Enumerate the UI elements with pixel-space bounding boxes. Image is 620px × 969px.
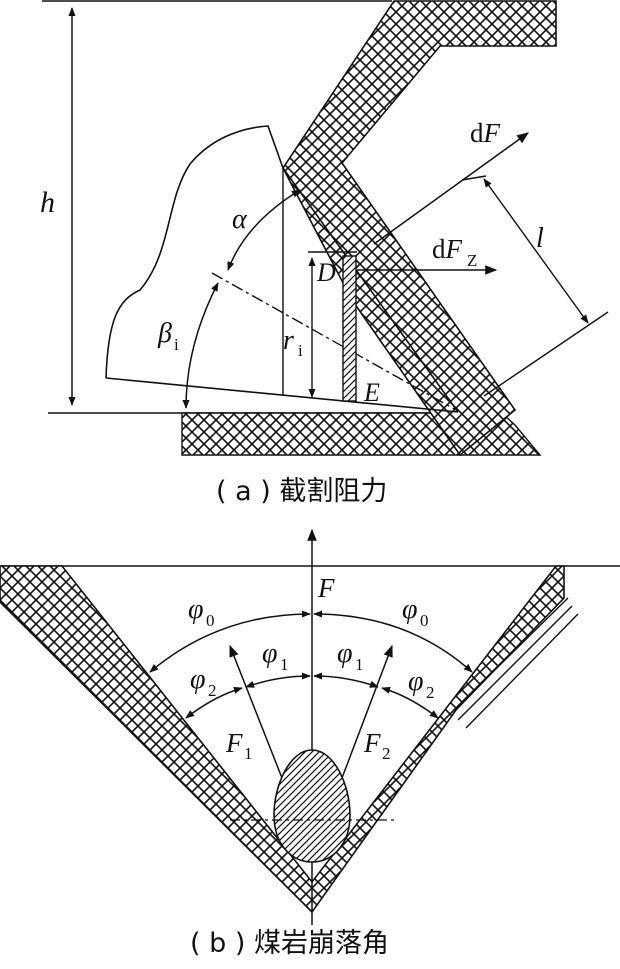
E-label: E [363,378,380,407]
phi1-right-label: φ [337,638,353,669]
phi2-left-label: φ [190,664,206,695]
beta-label: β [157,318,172,349]
F2-subscript: 2 [382,744,391,763]
right-wall-line-2 [457,605,573,721]
dF-arrow [373,132,529,245]
ri-subscript: i [298,341,303,360]
right-wall-line-3 [465,613,579,729]
caption-b: ( b ) 煤岩崩落角 [190,928,389,959]
F1-subscript: 1 [244,744,253,763]
phi0-right-label: φ [402,594,418,625]
alpha-label: α [232,204,248,235]
phi2-right-arc [381,686,439,719]
chip-bottom-line [105,377,459,413]
phi1-left-arc [245,672,311,688]
beta-arc [182,282,219,409]
coal-fragment-oval [273,749,351,863]
strip-element [342,255,357,402]
phi0-left-sub: 0 [206,611,215,630]
right-wall-line-1 [451,597,569,713]
panel-a: h r i D E α β i dF [40,0,609,507]
l-extension-top [461,175,487,181]
phi0-right-sub: 0 [420,611,429,630]
l-extension-bottom [483,311,609,397]
F1-label: F [225,728,243,758]
dFz-subscript: Z [467,251,477,270]
h-label: h [40,186,55,219]
phi1-right-sub: 1 [355,655,364,674]
ri-label: r [283,325,294,356]
l-label: l [536,223,544,254]
l-dimension-arrow [483,178,589,324]
phi0-right-arc [313,610,473,673]
dF-label: dF [470,118,501,148]
rake-face-line [282,167,459,413]
phi2-right-label: φ [408,666,424,697]
phi1-right-arc [313,672,379,688]
coal-chip-outline [105,125,284,379]
panel-b: F F 1 F 2 φ 0 φ 0 φ 2 φ 1 φ 1 φ 2 ( b ) … [0,528,620,959]
D-label: D [316,258,336,287]
dFz-label: dF [432,234,463,264]
phi2-left-arc [185,686,243,719]
v-groove-hatch [0,565,565,914]
phi1-left-sub: 1 [280,655,289,674]
dash-dot-line-a [211,272,457,411]
phi1-left-label: φ [262,638,278,669]
alpha-arc [227,189,301,271]
phi2-left-sub: 2 [208,681,217,700]
caption-a: ( a ) 截割阻力 [216,476,387,507]
phi0-left-label: φ [188,594,204,625]
beta-subscript: i [174,335,179,354]
F-label: F [317,573,335,603]
phi0-left-arc [149,610,311,673]
F2-label: F [363,728,381,758]
pick-tool-body [282,0,557,457]
phi2-right-sub: 2 [426,683,435,702]
